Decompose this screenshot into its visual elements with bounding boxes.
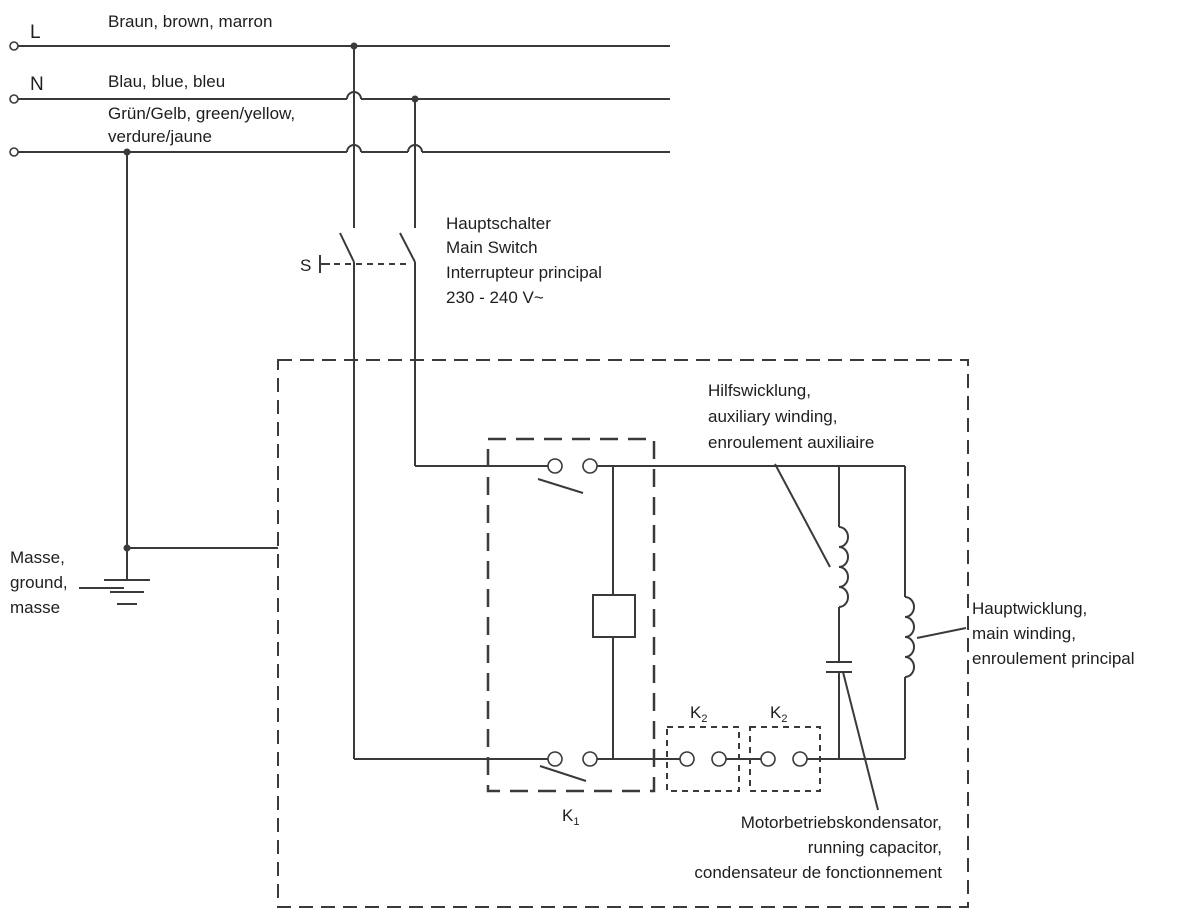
- aux-winding-label-3: enroulement auxiliaire: [708, 433, 874, 452]
- main-switch-symbol: [319, 232, 416, 290]
- main-winding-coil: [904, 596, 915, 678]
- terminal-L: [9, 41, 19, 51]
- line-PE-colors-1: Grün/Gelb, green/yellow,: [108, 104, 295, 123]
- terminal-N: [9, 94, 19, 104]
- leader-main-winding: [916, 627, 967, 639]
- line-PE: [9, 144, 670, 157]
- k1-contact-bottom: [539, 751, 598, 782]
- line-L-label: L: [30, 22, 41, 43]
- ground-label-1: Masse,: [10, 548, 65, 567]
- relay-k1-label: K1: [562, 806, 579, 828]
- main-switch-line-4: 230 - 240 V~: [446, 288, 544, 307]
- relay-k1-box: [486, 437, 656, 793]
- aux-winding-label-2: auxiliary winding,: [708, 407, 837, 426]
- line-N-label: N: [30, 74, 44, 95]
- main-switch-line-2: Main Switch: [446, 238, 538, 257]
- switch-symbol-label: S: [300, 256, 311, 275]
- relay-coil: [592, 594, 636, 638]
- k1-contact-top: [537, 458, 598, 494]
- line-PE-colors-2: verdure/jaune: [108, 127, 212, 146]
- leader-aux-winding: [774, 463, 831, 568]
- main-winding-label-3: enroulement principal: [972, 649, 1135, 668]
- line-L: [9, 41, 670, 51]
- auxiliary-winding-coil: [838, 526, 849, 608]
- capacitor-label-3: condensateur de fonctionnement: [694, 863, 942, 882]
- ground-label-2: ground,: [10, 573, 68, 592]
- main-winding-label-1: Hauptwicklung,: [972, 599, 1087, 618]
- running-capacitor-symbol: [826, 661, 852, 673]
- line-L-colors: Braun, brown, marron: [108, 12, 272, 31]
- k2a-contact-right: [711, 751, 727, 767]
- main-switch-line-3: Interrupteur principal: [446, 263, 602, 282]
- capacitor-label-2: running capacitor,: [808, 838, 942, 857]
- machine-enclosure: [277, 359, 969, 908]
- capacitor-label-1: Motorbetriebskondensator,: [741, 813, 942, 832]
- ground-symbol: [79, 152, 278, 605]
- line-N: [9, 91, 670, 104]
- relay-k2b-label: K2: [770, 703, 787, 725]
- main-switch-line-1: Hauptschalter: [446, 214, 551, 233]
- aux-winding-label-1: Hilfswicklung,: [708, 381, 811, 400]
- relay-k2a-label: K2: [690, 703, 707, 725]
- k2b-contact-right: [792, 751, 808, 767]
- line-N-colors: Blau, blue, bleu: [108, 72, 225, 91]
- leader-capacitor: [842, 671, 879, 811]
- main-winding-label-2: main winding,: [972, 624, 1076, 643]
- ground-label-3: masse: [10, 598, 60, 617]
- k2a-contact-left: [679, 751, 695, 767]
- terminal-PE: [9, 147, 19, 157]
- k2b-contact-left: [760, 751, 776, 767]
